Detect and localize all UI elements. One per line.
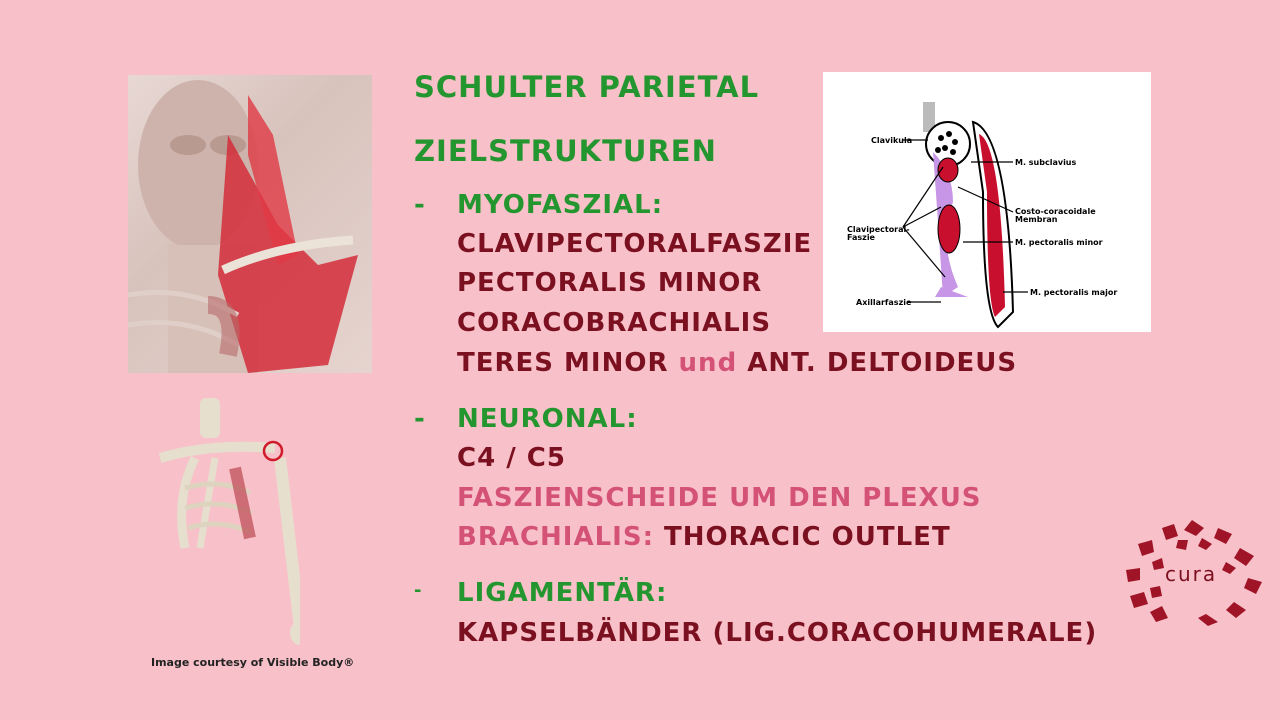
myofaszial-item: CORACOBRACHIALIS: [457, 308, 772, 338]
page-subtitle: ZIELSTRUKTUREN: [414, 134, 717, 168]
ligamentar-line1: KAPSELBÄNDER (LIG.CORACOHUMERALE): [457, 618, 1098, 648]
fascia-diagram-drawing: [902, 102, 1028, 329]
diagram-label-clavipectoral2: Faszie: [847, 233, 875, 242]
neuronal-heading: NEURONAL:: [457, 404, 638, 434]
cura-logo: [1122, 518, 1264, 626]
diagram-label-subclavius: M. subclavius: [1015, 158, 1077, 167]
neuronal-line3-pink: BRACHIALIS:: [457, 522, 654, 552]
diagram-label-costo1: Costo-coracoidale: [1015, 207, 1096, 216]
neuronal-line2: FASZIENSCHEIDE UM DEN PLEXUS: [457, 483, 982, 513]
neuronal-line3-dark: THORACIC OUTLET: [664, 522, 951, 552]
myofaszial-item: PECTORALIS MINOR: [457, 268, 763, 298]
diagram-label-pect-major: M. pectoralis major: [1030, 288, 1118, 297]
diagram-label-pect-minor: M. pectoralis minor: [1015, 238, 1103, 247]
anatomy-skeleton-image: [140, 398, 310, 648]
fascia-diagram: Clavikula M. subclavius Costo-coracoidal…: [823, 72, 1151, 332]
diagram-label-clavikula: Clavikula: [871, 136, 913, 145]
myofaszial-last-part1: TERES MINOR: [457, 348, 669, 378]
anatomy-skeleton-drawing: [158, 398, 310, 645]
cura-logo-mark: [1126, 520, 1262, 626]
neuronal-line1: C4 / C5: [457, 443, 566, 473]
myofaszial-last-part2: ANT. DELTOIDEUS: [747, 348, 1018, 378]
page-title: SCHULTER PARIETAL: [414, 70, 760, 104]
anatomy-neck-image: [128, 75, 372, 373]
bullet-dash-myofaszial: -: [414, 190, 425, 220]
diagram-label-clavipectoral1: Clavipectoral-: [847, 225, 910, 234]
diagram-label-costo2: Membran: [1015, 215, 1058, 224]
myofaszial-item: CLAVIPECTORALFASZIE: [457, 229, 813, 259]
bullet-dash-neuronal: -: [414, 404, 425, 434]
anatomy-neck-drawing: [128, 80, 358, 373]
myofaszial-connector: und: [678, 348, 738, 378]
myofaszial-last-line: TERES MINOR und ANT. DELTOIDEUS: [457, 348, 1017, 378]
image-credit: Image courtesy of Visible Body®: [151, 656, 355, 669]
neuronal-line3: BRACHIALIS: THORACIC OUTLET: [457, 522, 951, 552]
cura-logo-text: cura: [1165, 562, 1218, 586]
bullet-dash-ligamentar: -: [414, 580, 422, 601]
diagram-label-axillar: Axillarfaszie: [856, 298, 912, 307]
myofaszial-heading: MYOFASZIAL:: [457, 190, 664, 220]
ligamentar-heading: LIGAMENTÄR:: [457, 578, 668, 608]
